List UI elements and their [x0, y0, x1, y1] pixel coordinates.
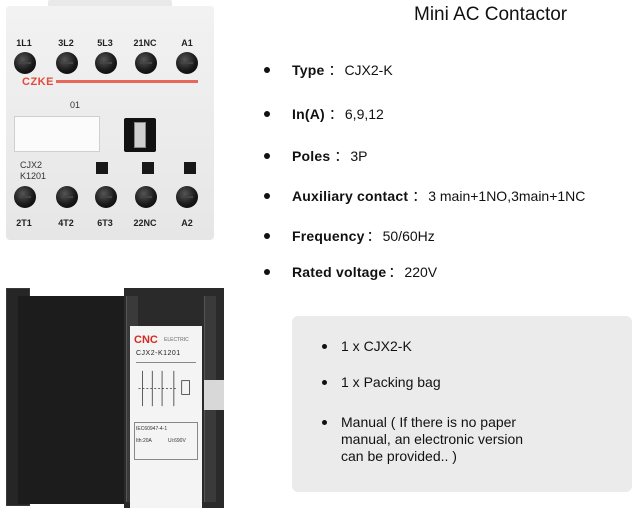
bullet-icon [322, 344, 327, 349]
terminal-label: 5L3 [97, 38, 113, 48]
package-item: 1 x CJX2-K [322, 338, 412, 355]
indicator-slider [134, 122, 146, 148]
brand-stripe [20, 80, 198, 83]
spec-key: Rated voltage [292, 264, 387, 280]
terminal-screw-icon [56, 186, 78, 208]
vent-square [184, 162, 196, 174]
contactor-side-body [18, 296, 128, 504]
spec-item-voltage: Rated voltage ： 220V [264, 262, 437, 282]
spec-key: Type [292, 62, 325, 78]
brand-logo: CNC [134, 334, 158, 346]
terminal-screw-icon [95, 186, 117, 208]
bullet-icon [322, 420, 327, 425]
bullet-icon [264, 233, 270, 239]
nameplate-model: CJX2-K1201 [136, 350, 181, 357]
package-item-manual: Manual ( If there is no paper manual, an… [322, 414, 523, 465]
spec-value: 3 main+1NO,3main+1NC [428, 188, 586, 204]
spec-item-auxiliary: Auxiliary contact ： 3 main+1NO,3main+1NC [264, 186, 585, 206]
terminal-label: 21NC [133, 38, 157, 48]
package-contents-box: 1 x CJX2-K 1 x Packing bag Manual ( If t… [292, 316, 632, 492]
page-title: Mini AC Contactor [414, 4, 568, 25]
package-item: 1 x Packing bag [322, 374, 441, 391]
terminal-screw-icon [135, 52, 157, 74]
product-photo-black-contactor: CNC ELECTRIC CJX2-K1201 IEC60947-4-1 Ith… [4, 286, 226, 510]
model-label: CJX2 K1201 [20, 160, 47, 181]
standard-text: IEC60947-4-1 [136, 426, 168, 432]
bullet-icon [264, 67, 270, 73]
terminal-screw-icon [14, 186, 36, 208]
spec-value: 3P [350, 148, 368, 164]
terminal-label: 2T1 [16, 218, 32, 228]
terminal-screw-icon [176, 186, 198, 208]
wiring-diagram-icon [136, 362, 196, 407]
spec-item-current: In(A) ： 6,9,12 [264, 104, 384, 124]
terminal-label: A2 [181, 218, 193, 228]
spec-item-poles: Poles ： 3P [264, 146, 367, 166]
terminal-screw-icon [56, 52, 78, 74]
vent-square [96, 162, 108, 174]
rating-box [134, 422, 198, 460]
spec-value: 50/60Hz [382, 228, 435, 244]
terminal-label: 6T3 [97, 218, 113, 228]
spec-key: Poles [292, 148, 331, 164]
brand-sub: ELECTRIC [164, 337, 189, 343]
bullet-icon [264, 269, 270, 275]
label-window [14, 116, 100, 152]
terminal-label: 1L1 [16, 38, 32, 48]
product-code: 01 [70, 100, 81, 110]
spec-item-type: Type ： CJX2-K [264, 60, 393, 80]
rating-text: Ui:690V [168, 438, 186, 444]
bullet-icon [322, 380, 327, 385]
spec-key: In(A) [292, 106, 325, 122]
spec-value: CJX2-K [344, 62, 393, 78]
rating-text: Ith:20A [136, 438, 152, 444]
terminal-label: A1 [181, 38, 193, 48]
brand-logo: CZKE [22, 76, 54, 88]
product-photo-white-contactor: 1L1 3L2 5L3 21NC A1 CZKE 01 CJX2 K1201 2… [6, 0, 214, 240]
bullet-icon [264, 111, 270, 117]
bullet-icon [264, 193, 270, 199]
spec-value: 6,9,12 [344, 106, 384, 122]
terminal-label: 4T2 [58, 218, 74, 228]
spec-item-frequency: Frequency ： 50/60Hz [264, 226, 435, 246]
terminal-screw-icon [176, 52, 198, 74]
vent-square [142, 162, 154, 174]
terminal-label: 22NC [133, 218, 157, 228]
spec-value: 220V [404, 264, 438, 280]
terminal-label: 3L2 [58, 38, 74, 48]
terminal-screw-icon [135, 186, 157, 208]
spec-key: Frequency [292, 228, 365, 244]
nameplate [130, 326, 202, 508]
bullet-icon [264, 153, 270, 159]
terminal-screw-icon [95, 52, 117, 74]
terminal-screw-icon [14, 52, 36, 74]
spec-key: Auxiliary contact [292, 188, 409, 204]
